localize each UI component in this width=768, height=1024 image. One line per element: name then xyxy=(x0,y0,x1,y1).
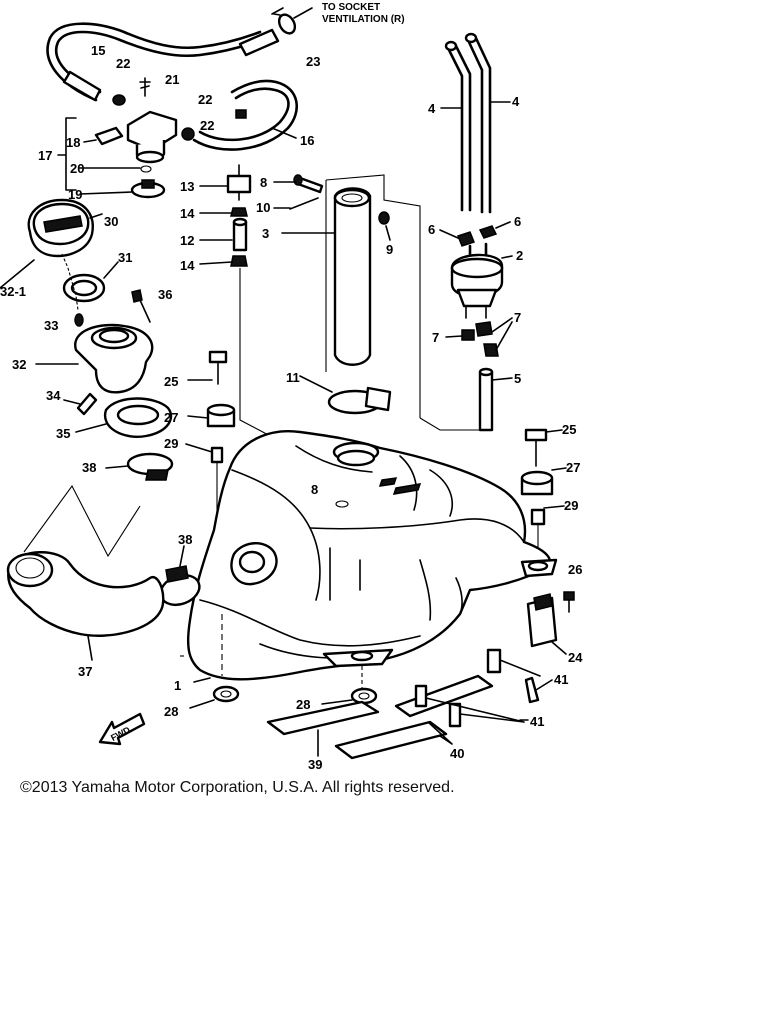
callout-22c: 22 xyxy=(200,118,214,133)
callout-28b: 28 xyxy=(296,697,310,712)
rubber-mount-27b xyxy=(520,467,567,496)
gasket-31 xyxy=(62,261,119,303)
callout-8a: 8 xyxy=(260,175,267,190)
callout-21: 21 xyxy=(165,72,179,87)
fuel-cock-13 xyxy=(199,164,252,201)
filler-neck-32 xyxy=(35,289,154,394)
callout-37: 37 xyxy=(78,664,92,679)
washer-28b xyxy=(321,687,378,705)
hose-clamp-38a xyxy=(105,452,174,481)
callout-25a: 25 xyxy=(164,374,178,389)
callout-6b: 6 xyxy=(514,214,521,229)
callout-29a: 29 xyxy=(164,436,178,451)
callout-20: 20 xyxy=(70,161,84,176)
bolt-8-10 xyxy=(273,174,324,210)
callout-17: 17 xyxy=(38,148,52,163)
callout-27a: 27 xyxy=(164,410,178,425)
hose-16 xyxy=(181,79,298,151)
gasket-35 xyxy=(75,397,173,438)
callout-7a: 7 xyxy=(432,330,439,345)
grommet-9 xyxy=(378,211,391,241)
callout-35: 35 xyxy=(56,426,70,441)
callout-18: 18 xyxy=(66,135,80,150)
callout-34: 34 xyxy=(46,388,61,403)
bolt-26 xyxy=(563,591,575,613)
bolt-25b xyxy=(524,428,563,467)
fuel-gauge-2 xyxy=(450,242,513,319)
callout-15: 15 xyxy=(91,43,105,58)
callout-41a: 41 xyxy=(554,672,568,687)
callout-30: 30 xyxy=(104,214,118,229)
callout-22: 22 xyxy=(116,56,130,71)
callout-11: 11 xyxy=(286,370,300,385)
callout-13: 13 xyxy=(180,179,194,194)
fuel-cap-30 xyxy=(0,198,103,289)
clip-22-21 xyxy=(112,77,151,106)
breather-valve-17 xyxy=(57,110,178,199)
vent-hose-15 xyxy=(46,22,280,102)
callout-19: 19 xyxy=(68,187,82,202)
callout-24: 24 xyxy=(568,650,583,665)
callout-33: 33 xyxy=(44,318,58,333)
forward-arrow-icon xyxy=(98,712,146,746)
callout-40: 40 xyxy=(450,746,464,761)
callout-32: 32 xyxy=(12,357,26,372)
callout-16: 16 xyxy=(300,133,314,148)
hose-clip-14a xyxy=(199,207,248,217)
rubber-mount-27a xyxy=(187,403,236,428)
callout-4b: 4 xyxy=(512,94,520,109)
callout-14b: 14 xyxy=(180,258,195,273)
pads-41 xyxy=(414,648,553,728)
callout-14a: 14 xyxy=(180,206,195,221)
callout-39: 39 xyxy=(308,757,322,772)
callout-38b: 38 xyxy=(178,532,192,547)
callout-32-1: 32-1 xyxy=(0,284,26,299)
clips-6 xyxy=(439,221,511,247)
callout-labels: TO SOCKET VENTILATION (R) FWD 15 22 21 2… xyxy=(0,2,583,772)
callout-6a: 6 xyxy=(428,222,435,237)
callout-31: 31 xyxy=(118,250,132,265)
copyright-notice: ©2013 Yamaha Motor Corporation, U.S.A. A… xyxy=(20,779,455,796)
callout-8b: 8 xyxy=(311,482,318,497)
bolt-25a xyxy=(187,350,228,385)
clips-7 xyxy=(445,317,513,357)
drain-34 xyxy=(63,392,98,416)
callout-2: 2 xyxy=(516,248,523,263)
hose-clamp-11 xyxy=(299,375,392,415)
vent-pipes-4 xyxy=(440,32,511,214)
fuel-tank-1 xyxy=(180,430,558,690)
callout-12: 12 xyxy=(180,233,194,248)
note-line-2: VENTILATION (R) xyxy=(322,14,405,25)
callout-23: 23 xyxy=(306,54,320,69)
pad-39 xyxy=(266,700,380,757)
callout-10: 10 xyxy=(256,200,270,215)
pipe-5 xyxy=(419,367,513,432)
callout-7b: 7 xyxy=(514,310,521,325)
filler-tube-3 xyxy=(281,174,421,418)
hose-12 xyxy=(199,217,248,252)
washer-28a xyxy=(189,685,240,709)
callout-22b: 22 xyxy=(198,92,212,107)
callout-4a: 4 xyxy=(428,101,436,116)
callout-41b: 41 xyxy=(530,714,544,729)
callout-5: 5 xyxy=(514,371,521,386)
callout-38a: 38 xyxy=(82,460,96,475)
hose-joint-23 xyxy=(271,7,313,35)
callout-25b: 25 xyxy=(562,422,576,437)
callout-9: 9 xyxy=(386,242,393,257)
callout-26: 26 xyxy=(568,562,582,577)
filler-hose-37 xyxy=(6,484,165,661)
callout-3: 3 xyxy=(262,226,269,241)
callout-28a: 28 xyxy=(164,704,178,719)
callout-36: 36 xyxy=(158,287,172,302)
callout-27b: 27 xyxy=(566,460,580,475)
bracket-24 xyxy=(526,593,567,655)
callout-1: 1 xyxy=(174,678,181,693)
note-line-1: TO SOCKET xyxy=(322,2,380,13)
callout-29b: 29 xyxy=(564,498,578,513)
chain-33 xyxy=(61,253,84,327)
